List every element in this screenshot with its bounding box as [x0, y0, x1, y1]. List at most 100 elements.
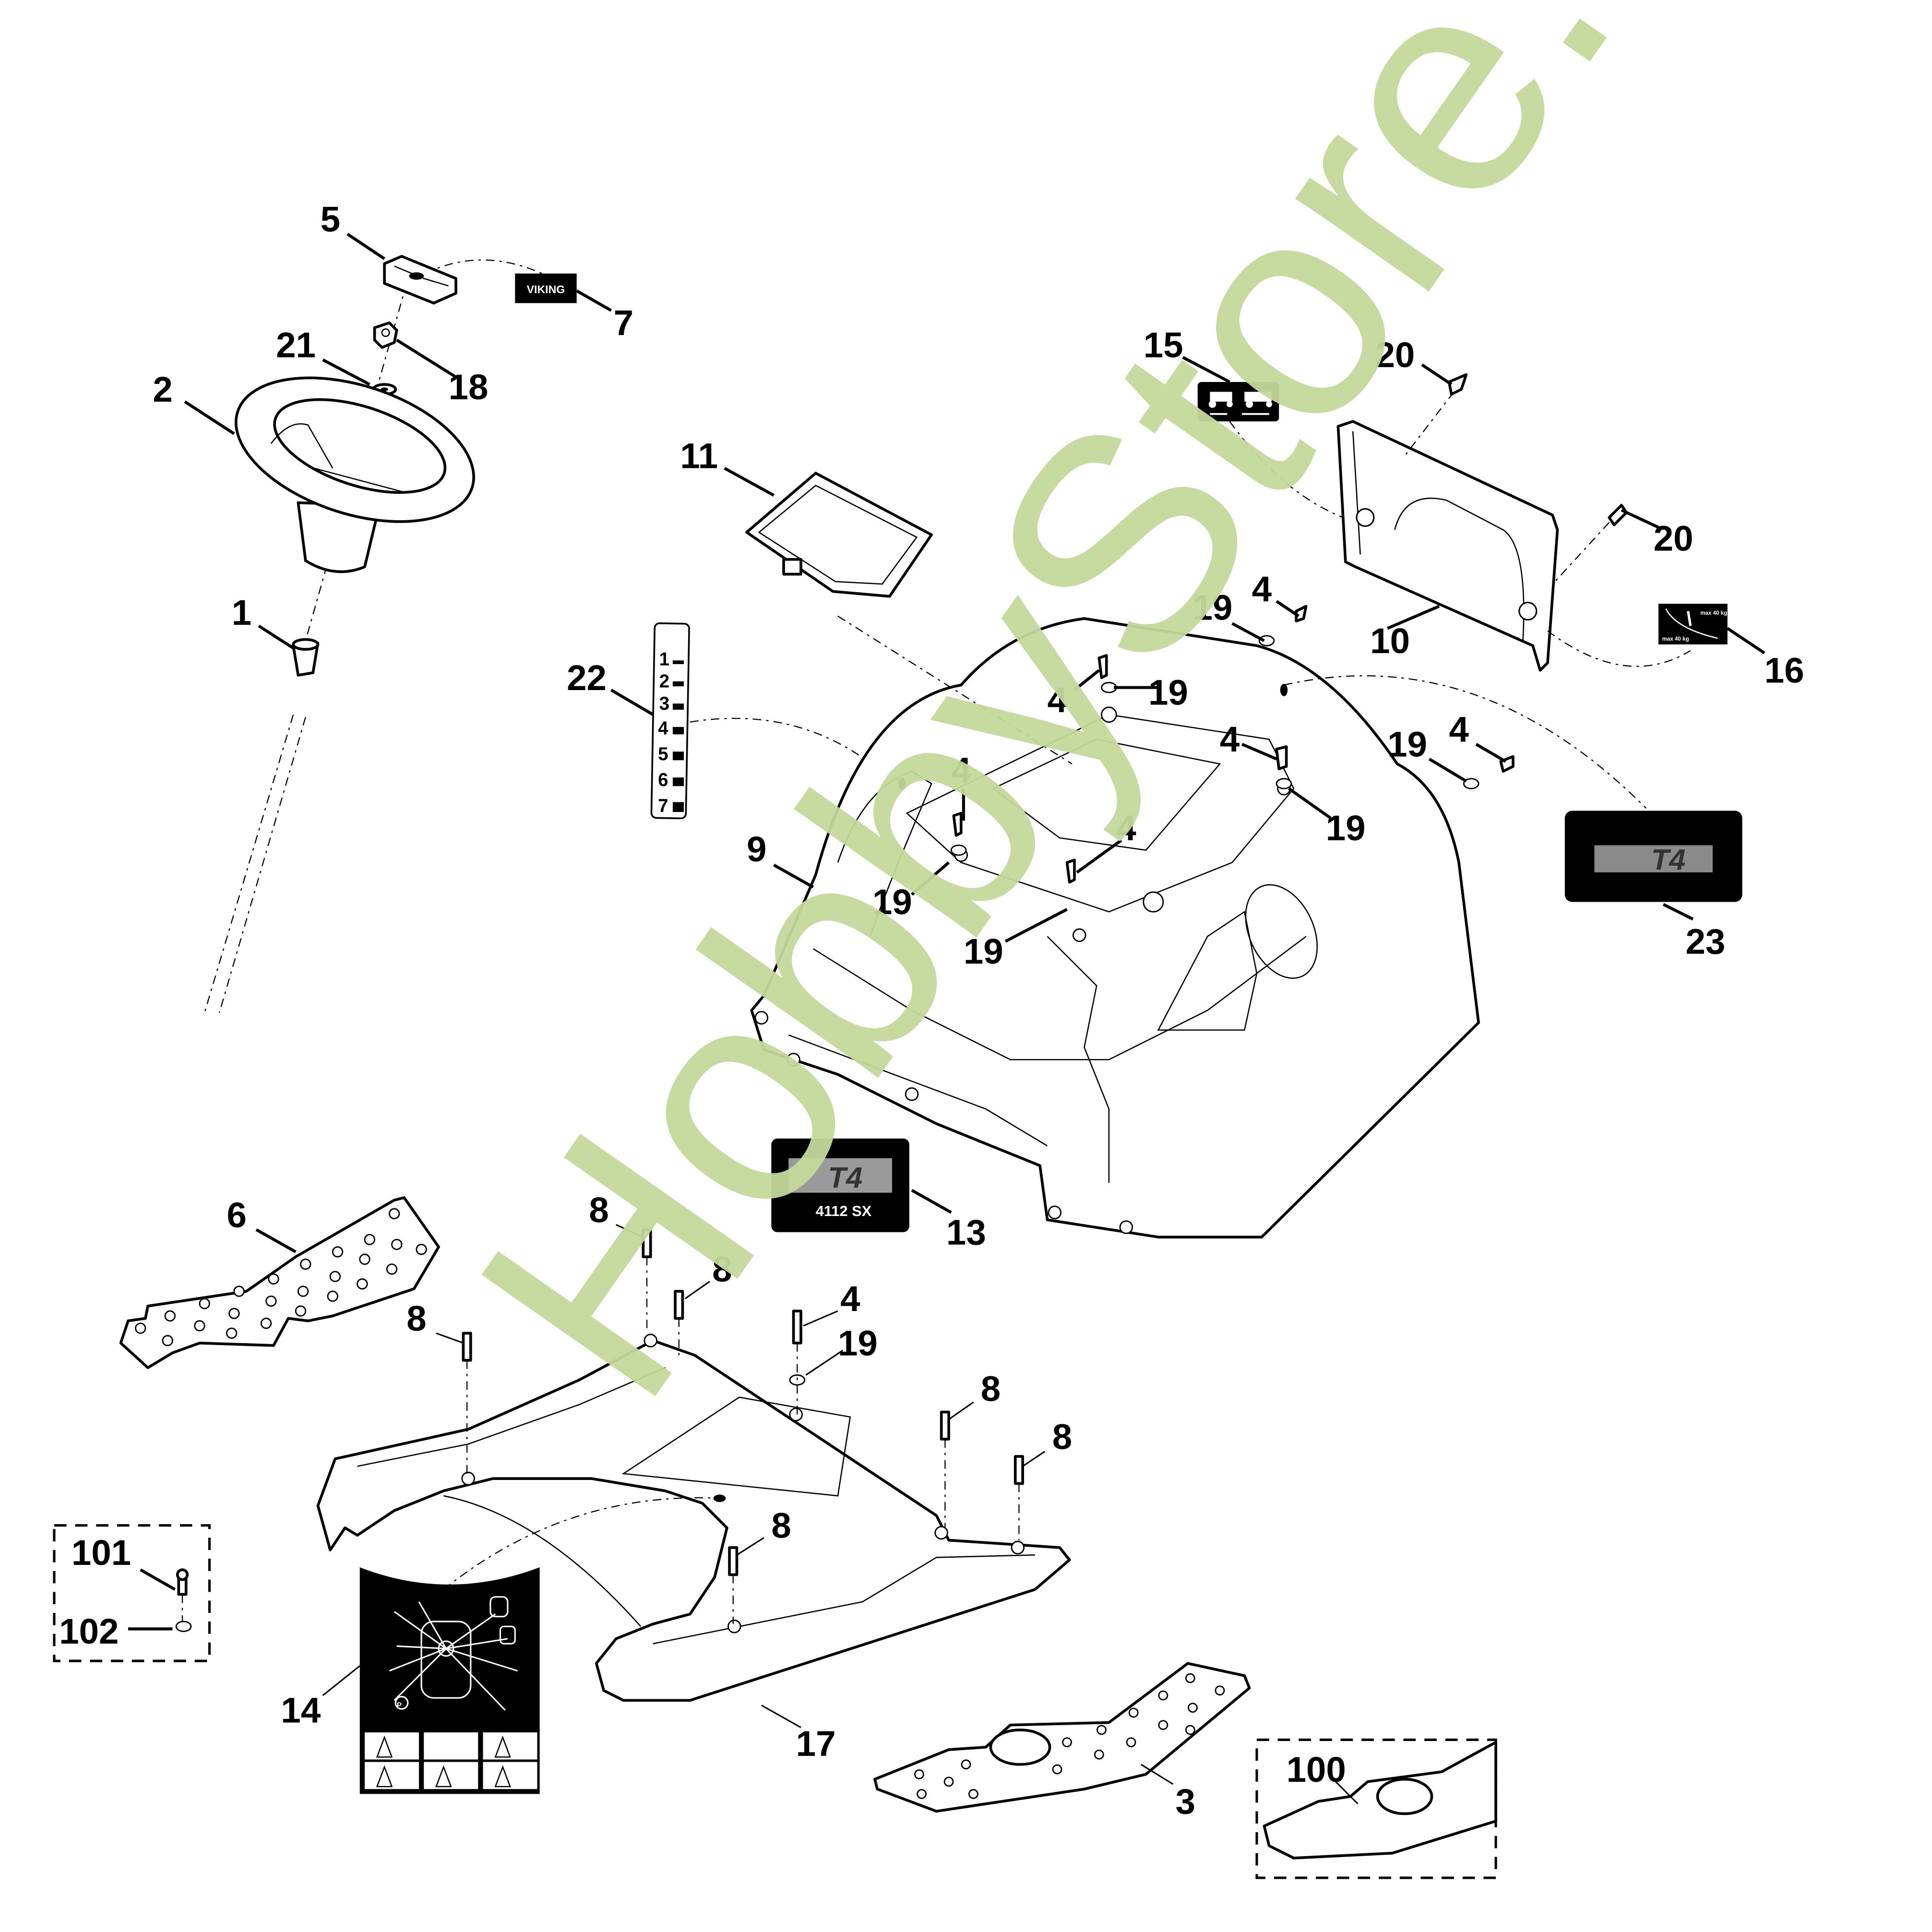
- callout-19[interactable]: 19: [1148, 673, 1188, 713]
- model-badge-decal[interactable]: T4 4112 SX: [771, 1138, 909, 1232]
- load-limit-bottom-text: max 40 kg: [1662, 636, 1689, 642]
- callout-21[interactable]: 21: [276, 325, 316, 365]
- screw-8-part[interactable]: [940, 1410, 950, 1441]
- t4-logo-decal[interactable]: T4: [1564, 811, 1742, 902]
- dash-cover-part[interactable]: [1336, 420, 1559, 672]
- steering-cap-part[interactable]: [383, 255, 457, 305]
- callout-18[interactable]: 18: [449, 367, 489, 407]
- screw-4-part[interactable]: [1065, 859, 1076, 884]
- panel11-line: [837, 615, 1073, 764]
- callout-8[interactable]: 8: [712, 1249, 732, 1289]
- callout-22[interactable]: 22: [567, 658, 607, 698]
- callout-4[interactable]: 4: [1449, 710, 1469, 750]
- cut-level-2: 2: [659, 671, 669, 692]
- screw-4-part[interactable]: [1295, 605, 1308, 622]
- callout-101[interactable]: 101: [72, 1533, 131, 1573]
- leader-lines: [128, 233, 1765, 1805]
- screw-101-part[interactable]: [176, 1568, 189, 1596]
- callout-4[interactable]: 4: [1047, 680, 1067, 720]
- left-foot-mat-part[interactable]: [119, 1196, 440, 1369]
- decal16-line: [1547, 630, 1691, 667]
- screw-20a-part[interactable]: [1447, 373, 1468, 396]
- callout-14[interactable]: 14: [281, 1691, 321, 1730]
- callout-13[interactable]: 13: [946, 1212, 986, 1252]
- callout-20[interactable]: 20: [1375, 335, 1415, 375]
- callout-19[interactable]: 19: [964, 931, 1003, 971]
- washer-19-part[interactable]: [1276, 778, 1292, 789]
- screw-4-part[interactable]: [792, 1310, 802, 1345]
- washer-102-part[interactable]: [175, 1621, 192, 1632]
- steering-column-line-left: [204, 714, 294, 1013]
- callout-8[interactable]: 8: [589, 1190, 608, 1230]
- callout-19[interactable]: 19: [872, 882, 912, 922]
- screw-20b-part[interactable]: [1608, 503, 1628, 526]
- nut-part[interactable]: [373, 321, 398, 349]
- kit-101-102-box: [53, 1524, 211, 1662]
- callout-20[interactable]: 20: [1654, 519, 1693, 559]
- callout-23[interactable]: 23: [1685, 921, 1725, 961]
- callout-4[interactable]: 4: [1220, 719, 1240, 759]
- right-foot-mat-part[interactable]: [873, 1662, 1251, 1813]
- freewheel-decal[interactable]: [1197, 382, 1279, 422]
- decal23-line: [1284, 675, 1647, 809]
- washer-19-part[interactable]: [950, 844, 967, 856]
- grass-height-icons: [672, 660, 684, 812]
- callout-4[interactable]: 4: [840, 1279, 860, 1319]
- callout-8[interactable]: 8: [406, 1299, 426, 1338]
- access-panel-part[interactable]: [745, 472, 933, 598]
- callout-19[interactable]: 19: [838, 1323, 878, 1363]
- screw-lines: [466, 1256, 1020, 1624]
- screw-8-part[interactable]: [462, 1332, 472, 1362]
- foot-mat-kit-part[interactable]: [1263, 1741, 1497, 1860]
- steering-bushing-part[interactable]: [292, 638, 320, 677]
- callout-19[interactable]: 19: [1387, 725, 1427, 764]
- screw-8-part[interactable]: [728, 1546, 739, 1576]
- callout-15[interactable]: 15: [1144, 325, 1183, 365]
- footboard-part[interactable]: [316, 1334, 1071, 1702]
- kit-100-box: [1255, 1738, 1497, 1879]
- control-symbols: [389, 1596, 518, 1711]
- viking-decal[interactable]: VIKING: [515, 274, 577, 303]
- model-badge-logo: T4: [828, 1161, 862, 1194]
- steering-wheel-part[interactable]: [218, 351, 492, 573]
- callout-3[interactable]: 3: [1175, 1782, 1195, 1822]
- control-panel-decal[interactable]: P: [359, 1567, 540, 1794]
- load-limit-decal[interactable]: max 40 kg max 40 kg: [1658, 604, 1728, 644]
- callout-8[interactable]: 8: [1052, 1417, 1072, 1457]
- callout-8[interactable]: 8: [981, 1369, 1001, 1408]
- mat-studs: [135, 1208, 427, 1347]
- cut-level-7: 7: [658, 796, 668, 816]
- screw-4-part[interactable]: [1097, 654, 1108, 680]
- callout-11[interactable]: 11: [680, 436, 718, 476]
- screw-4-part[interactable]: [1275, 745, 1288, 771]
- watermark-text: HobbyStore.it: [413, 0, 1767, 1455]
- warning-icon-row: [365, 1732, 537, 1789]
- screw-8-part[interactable]: [1014, 1455, 1024, 1485]
- callout-4[interactable]: 4: [1116, 808, 1136, 848]
- callout-6[interactable]: 6: [227, 1195, 246, 1235]
- callout-4[interactable]: 4: [951, 750, 971, 790]
- callout-19[interactable]: 19: [1326, 808, 1366, 848]
- washer-19-part[interactable]: [1463, 778, 1479, 789]
- callout-19[interactable]: 19: [1193, 588, 1232, 628]
- callout-9[interactable]: 9: [747, 829, 766, 869]
- callout-7[interactable]: 7: [614, 303, 633, 343]
- callout-8[interactable]: 8: [771, 1505, 791, 1545]
- screw-4-part[interactable]: [952, 811, 963, 837]
- callout-17[interactable]: 17: [796, 1724, 836, 1764]
- tractor-push-icon: [1244, 392, 1273, 408]
- callout-4[interactable]: 4: [1252, 569, 1272, 609]
- callout-10[interactable]: 10: [1370, 621, 1410, 661]
- callout-16[interactable]: 16: [1765, 650, 1804, 690]
- callout-102[interactable]: 102: [59, 1611, 119, 1651]
- washer-19-part[interactable]: [1258, 635, 1275, 646]
- cut-height-decal[interactable]: 1 2 3 4 5 6 7: [650, 622, 690, 820]
- decal14-line: [443, 1497, 720, 1590]
- tractor-ride-icon: [1208, 392, 1233, 408]
- callout-100[interactable]: 100: [1287, 1750, 1346, 1789]
- viking-text: VIKING: [527, 283, 565, 296]
- callout-5[interactable]: 5: [321, 200, 340, 239]
- callout-1[interactable]: 1: [232, 593, 251, 632]
- callout-2[interactable]: 2: [153, 370, 172, 409]
